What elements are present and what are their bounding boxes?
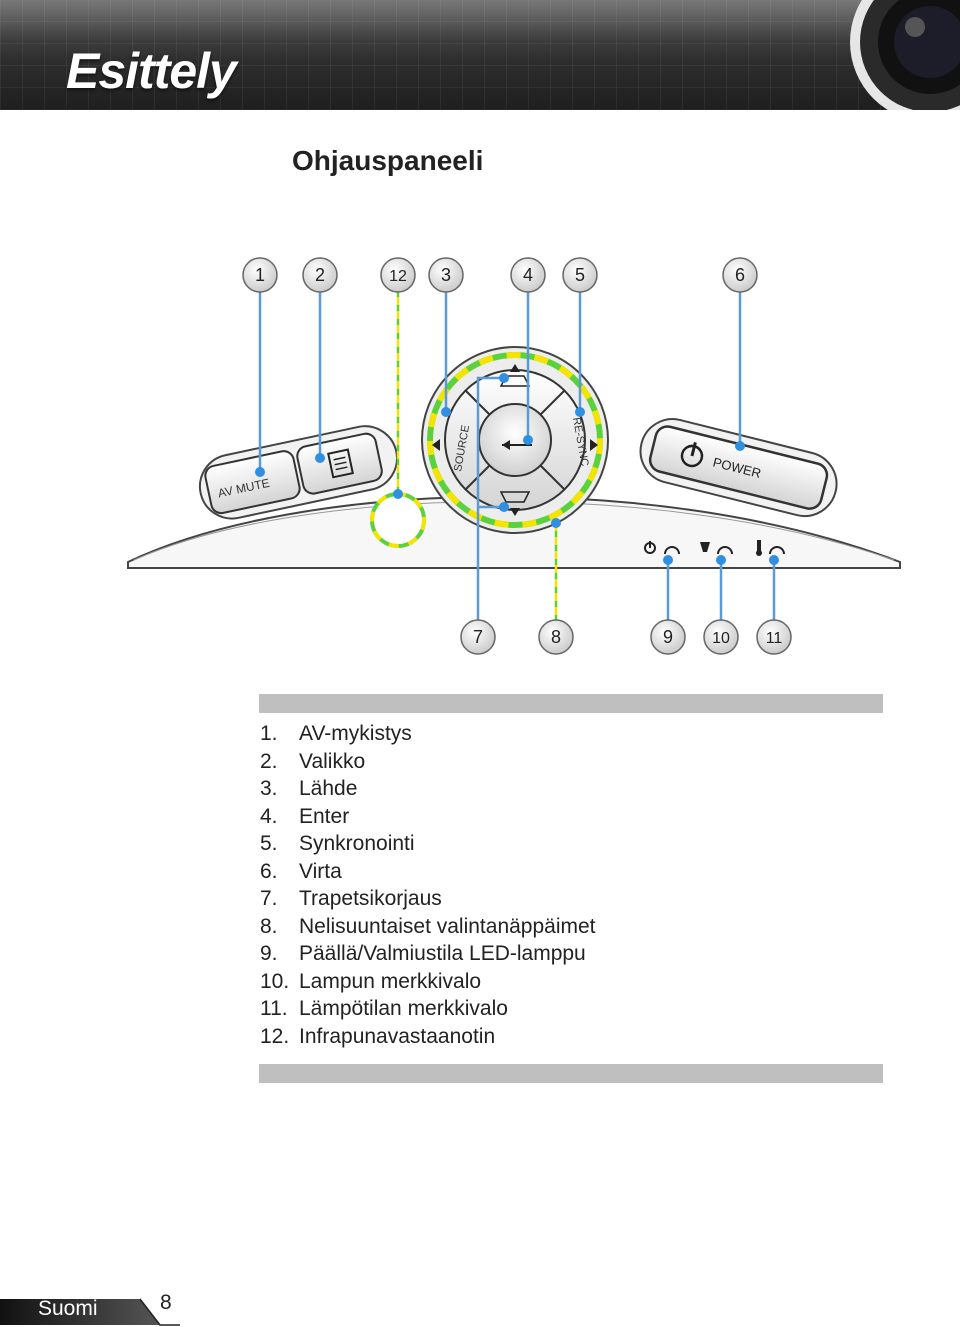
right-arrow-icon	[590, 439, 598, 451]
list-item: 5.Synkronointi	[260, 832, 415, 855]
temp-led	[756, 540, 785, 556]
callout-10: 10	[703, 619, 739, 655]
callout-11: 11	[756, 619, 792, 655]
callout-4: 4	[510, 257, 546, 293]
callout-lines	[258, 290, 776, 622]
list-item: 12.Infrapunavastaanotin	[260, 1024, 496, 1048]
left-arrow-icon	[432, 439, 440, 451]
legend-top-bar	[259, 694, 883, 713]
svg-text:8: 8	[551, 627, 561, 647]
power-group: POWER	[639, 418, 838, 518]
list-item: 4.Enter	[260, 804, 350, 828]
legend-list: 1.AV-mykistys 2.Valikko 3.Lähde 4.Enter …	[260, 720, 596, 1050]
svg-text:12: 12	[389, 268, 407, 285]
list-item: 8.Nelisuuntaiset valintanäppäimet	[260, 914, 596, 938]
svg-text:2: 2	[315, 265, 325, 285]
callout-6: 6	[722, 257, 758, 293]
svg-text:3: 3	[441, 265, 451, 285]
legend-bottom-bar	[259, 1064, 883, 1083]
direction-keypad: SOURCE RE-SYNC	[421, 346, 609, 534]
list-item: 2.Valikko	[260, 749, 366, 773]
list-item: 6.Virta	[260, 859, 342, 883]
list-item: 7.Trapetsikorjaus	[260, 887, 442, 910]
header-texture	[0, 0, 960, 110]
enter-button[interactable]	[478, 403, 552, 477]
section-title: Ohjauspaneeli	[292, 145, 484, 176]
av-mute-menu-group: AV MUTE	[198, 425, 398, 520]
svg-text:6: 6	[735, 265, 745, 285]
callout-5: 5	[562, 257, 598, 293]
callout-12: 12	[380, 257, 416, 293]
list-item: 9.Päällä/Valmiustila LED-lamppu	[260, 942, 586, 965]
power-led	[644, 541, 680, 555]
page-header: Esittely	[0, 0, 960, 110]
enter-arrow-icon	[502, 440, 532, 450]
av-mute-button[interactable]	[203, 449, 301, 515]
callout-2: 2	[302, 257, 338, 293]
lamp-led	[700, 542, 733, 555]
page-header-title: Esittely	[66, 43, 237, 99]
power-icon	[680, 442, 704, 468]
svg-text:1: 1	[255, 265, 265, 285]
list-item: 11.Lämpötilan merkkivalo	[260, 997, 508, 1020]
svg-text:9: 9	[663, 627, 673, 647]
lens-graphic	[850, 0, 960, 110]
list-item: 3.Lähde	[260, 777, 358, 800]
list-item: 10.Lampun merkkivalo	[260, 969, 482, 993]
svg-text:10: 10	[712, 630, 730, 647]
menu-icon	[327, 448, 354, 479]
keystone-down-icon	[499, 491, 531, 516]
control-panel-diagram: AV MUTE SOU	[127, 257, 901, 655]
svg-text:4: 4	[523, 265, 533, 285]
page-number: 8	[160, 1291, 172, 1314]
callout-9: 9	[650, 619, 686, 655]
svg-text:11: 11	[766, 630, 783, 647]
callout-3: 3	[428, 257, 464, 293]
callout-1: 1	[242, 257, 278, 293]
svg-text:7: 7	[473, 627, 483, 647]
svg-text:5: 5	[575, 265, 585, 285]
footer-tab	[0, 1298, 180, 1326]
footer-language: Suomi	[38, 1297, 98, 1320]
list-item: 1.AV-mykistys	[260, 722, 412, 745]
callout-8: 8	[538, 619, 574, 655]
callout-7: 7	[460, 619, 496, 655]
